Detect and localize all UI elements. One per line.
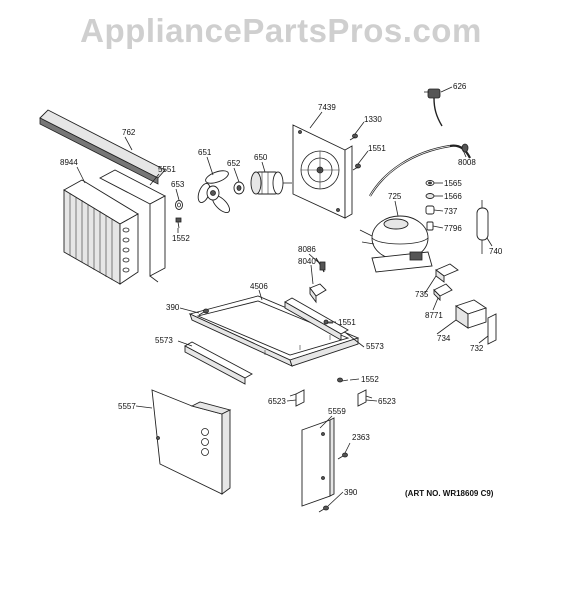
fan-motor-part xyxy=(250,171,292,195)
sleeve-7796-part xyxy=(426,221,434,231)
label-2363: 2363 xyxy=(352,433,370,442)
base-pan-part xyxy=(188,295,360,367)
screw-390-bottom-part xyxy=(318,505,329,513)
clip-6523-left-part xyxy=(289,389,305,407)
label-1552-top: 1552 xyxy=(172,234,190,243)
clip-6523-right-part xyxy=(357,389,373,407)
mount-washer-1565-part xyxy=(425,180,435,186)
label-1552-base: 1552 xyxy=(361,375,379,384)
cable-clamp-8086-part xyxy=(315,257,326,273)
label-8008: 8008 xyxy=(458,158,476,167)
label-653: 653 xyxy=(171,180,185,189)
label-1330: 1330 xyxy=(364,115,382,124)
label-5557: 5557 xyxy=(118,402,136,411)
label-740: 740 xyxy=(489,247,503,256)
motor-mount-bracket-part xyxy=(292,124,353,219)
label-1551-top: 1551 xyxy=(368,144,386,153)
part-labels: 762 8944 5551 653 1552 651 652 650 7439 … xyxy=(60,82,503,497)
label-7796: 7796 xyxy=(444,224,462,233)
label-626: 626 xyxy=(453,82,467,91)
screw-1552-base-part xyxy=(337,377,349,383)
label-651: 651 xyxy=(198,148,212,157)
fan-blade-part xyxy=(197,170,230,213)
rail-right-part xyxy=(284,297,349,341)
screw-1551-part xyxy=(352,163,361,171)
label-8944: 8944 xyxy=(60,158,78,167)
compressor-part xyxy=(359,215,433,273)
leader-lines xyxy=(76,86,493,507)
label-1565: 1565 xyxy=(444,179,462,188)
filter-drier-part xyxy=(476,200,489,254)
label-652: 652 xyxy=(227,159,241,168)
label-5559: 5559 xyxy=(328,407,346,416)
access-panel-part xyxy=(151,389,232,495)
label-650: 650 xyxy=(254,153,268,162)
label-735: 735 xyxy=(415,290,429,299)
label-4506: 4506 xyxy=(250,282,268,291)
cover-8771-part xyxy=(433,283,453,302)
mount-washer-1566-part xyxy=(425,193,435,199)
label-1551-base: 1551 xyxy=(338,318,356,327)
label-734: 734 xyxy=(437,334,451,343)
label-8771: 8771 xyxy=(425,311,443,320)
relay-735-part xyxy=(435,263,459,283)
label-762: 762 xyxy=(122,128,136,137)
overload-734-part xyxy=(454,299,488,329)
label-6523-left: 6523 xyxy=(268,397,286,406)
drain-tube-part xyxy=(369,143,471,197)
label-1566: 1566 xyxy=(444,192,462,201)
insulation-strip-part xyxy=(39,109,166,185)
screw-2363-part xyxy=(337,452,348,460)
label-6523-right: 6523 xyxy=(378,397,396,406)
label-8040: 8040 xyxy=(298,257,316,266)
grommet-737-part xyxy=(425,205,435,215)
label-7439: 7439 xyxy=(318,103,336,112)
label-390-bottom: 390 xyxy=(344,488,358,497)
screw-390-top-part xyxy=(198,308,209,316)
label-8086: 8086 xyxy=(298,245,316,254)
art-number: (ART NO. WR18609 C9) xyxy=(405,489,494,498)
label-732: 732 xyxy=(470,344,484,353)
washer-part xyxy=(233,181,245,195)
label-5551: 5551 xyxy=(158,165,176,174)
label-5573-left: 5573 xyxy=(155,336,173,345)
side-panel-part xyxy=(301,417,335,507)
label-390-top: 390 xyxy=(166,303,180,312)
label-725: 725 xyxy=(388,192,402,201)
bracket-732-part xyxy=(487,313,497,345)
watermark: AppliancePartsPros.com xyxy=(80,12,482,49)
grommet-part xyxy=(175,200,183,210)
condenser-coil-part xyxy=(63,179,139,285)
rail-left-part xyxy=(184,341,253,385)
control-8040-part xyxy=(309,283,327,304)
screw-part xyxy=(175,217,182,229)
fan-bracket-part xyxy=(99,169,166,283)
label-5573-right: 5573 xyxy=(366,342,384,351)
power-cord-part xyxy=(424,88,443,127)
screw-1330-part xyxy=(349,133,358,141)
label-737: 737 xyxy=(444,207,458,216)
